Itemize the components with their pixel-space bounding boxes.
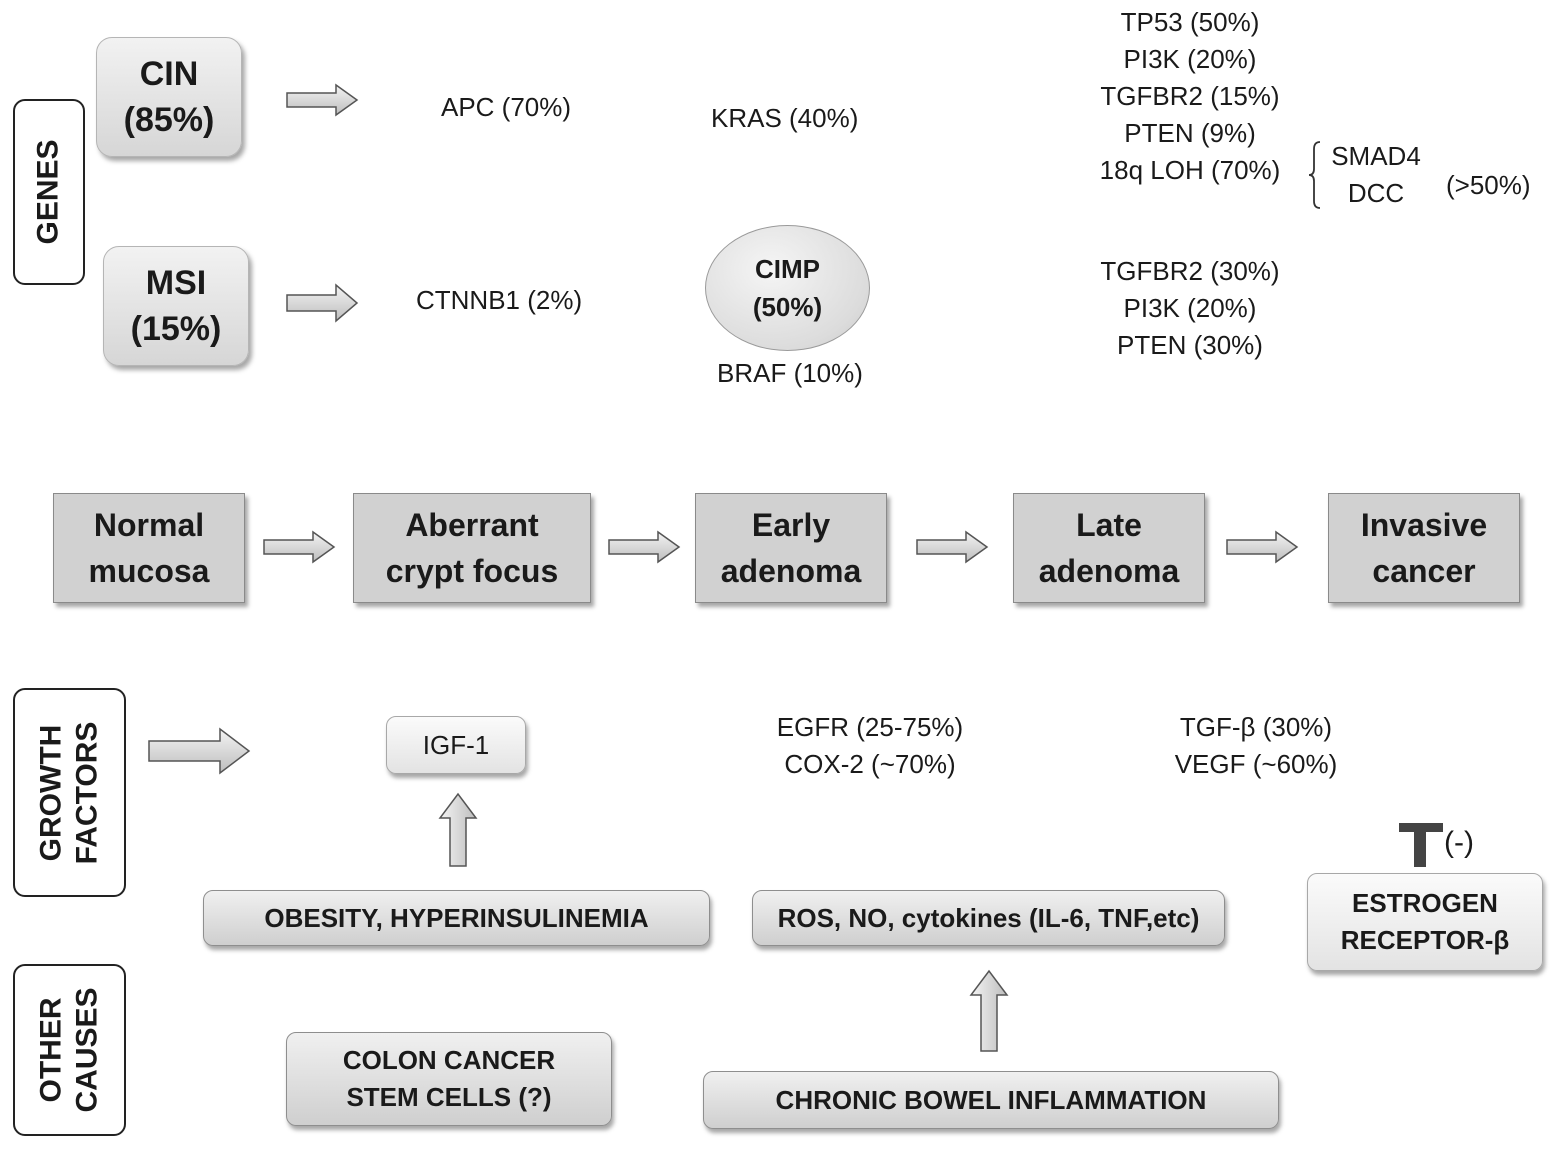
inflammation-bar: CHRONIC BOWEL INFLAMMATION <box>703 1071 1279 1129</box>
inflammation-label: CHRONIC BOWEL INFLAMMATION <box>775 1084 1207 1115</box>
igf1-label: IGF-1 <box>422 729 490 760</box>
stage-invasive-cancer: Invasive cancer <box>1328 493 1520 603</box>
stage-arrow-icon <box>608 530 681 564</box>
loh-brace <box>1308 141 1321 209</box>
stage-label: Late <box>1076 507 1142 543</box>
causes-label-line: CAUSES <box>70 987 104 1113</box>
stage-normal-mucosa: Normal mucosa <box>53 493 245 603</box>
stem-cells-box: COLON CANCER STEM CELLS (?) <box>286 1032 612 1126</box>
loh-gene: DCC <box>1347 178 1405 208</box>
ros-label: ROS, NO, cytokines (IL-6, TNF,etc) <box>777 902 1200 933</box>
inhibition-t-icon <box>1399 823 1443 867</box>
cin-label: CIN <box>139 55 199 93</box>
late-cin-gene-list: TP53 (50%) PI3K (20%) TGFBR2 (15%) PTEN … <box>1090 4 1290 189</box>
msi-label: MSI <box>145 264 207 302</box>
late-msi-gene-list: TGFBR2 (30%) PI3K (20%) PTEN (30%) <box>1090 253 1290 364</box>
growth-label-line: GROWTH <box>34 724 68 861</box>
msi-percent: (15%) <box>130 310 222 348</box>
loh-percent: (>50%) <box>1446 170 1531 200</box>
stem-cells-label: STEM CELLS (?) <box>346 1082 552 1112</box>
stage-label: adenoma <box>1038 553 1180 589</box>
growth-arrow-icon <box>148 727 251 775</box>
stage-label: adenoma <box>720 553 862 589</box>
stage-label: crypt focus <box>385 553 559 589</box>
genes-label-text: GENES <box>32 139 65 245</box>
inhibition-label: (-) <box>1444 826 1474 859</box>
late-msi-gene: PI3K (20%) <box>1123 293 1257 323</box>
growth-factor: EGFR (25-75%) <box>776 712 964 742</box>
cin-box: CIN (85%) <box>96 37 242 157</box>
braf-label: BRAF (10%) <box>717 358 863 388</box>
stage-label: Early <box>751 507 831 543</box>
ctnnb1-label: CTNNB1 (2%) <box>416 285 583 315</box>
obesity-label: OBESITY, HYPERINSULINEMIA <box>264 902 649 933</box>
late-cin-gene: TGFBR2 (15%) <box>1100 81 1280 111</box>
late-cin-gene: PTEN (9%) <box>1124 118 1256 148</box>
cin-percent: (85%) <box>123 101 215 139</box>
msi-box: MSI (15%) <box>103 246 249 366</box>
late-growth-factors: TGF-β (30%) VEGF (~60%) <box>1156 709 1356 783</box>
loh-gene: SMAD4 <box>1331 141 1421 171</box>
apc-label: APC (70%) <box>441 92 572 122</box>
causes-label-line: OTHER <box>34 997 68 1103</box>
late-cin-gene: 18q LOH (70%) <box>1099 155 1281 185</box>
loh-gene-list: SMAD4 DCC <box>1326 138 1426 212</box>
stage-arrow-icon <box>1226 530 1299 564</box>
growth-factor: COX-2 (~70%) <box>784 749 956 779</box>
growth-factor: VEGF (~60%) <box>1174 749 1338 779</box>
stage-arrow-icon <box>263 530 336 564</box>
stage-aberrant-crypt-focus: Aberrant crypt focus <box>353 493 591 603</box>
stage-label: Aberrant <box>405 507 539 543</box>
stage-label: Invasive <box>1360 507 1488 543</box>
stage-label: mucosa <box>88 553 210 589</box>
msi-arrow-icon <box>286 283 359 323</box>
growth-factor: TGF-β (30%) <box>1179 712 1333 742</box>
igf1-box: IGF-1 <box>386 716 526 774</box>
stage-label: Normal <box>93 507 205 543</box>
early-growth-factors: EGFR (25-75%) COX-2 (~70%) <box>760 709 980 783</box>
stage-late-adenoma: Late adenoma <box>1013 493 1205 603</box>
cimp-percent: (50%) <box>752 292 823 322</box>
growth-label-line: FACTORS <box>70 721 104 864</box>
genes-section-label: GENES <box>13 99 85 285</box>
stage-early-adenoma: Early adenoma <box>695 493 887 603</box>
inflammation-up-arrow-icon <box>969 969 1009 1052</box>
stage-label: cancer <box>1372 553 1476 589</box>
stem-cells-label: COLON CANCER <box>342 1045 556 1075</box>
stage-arrow-icon <box>916 530 989 564</box>
igf1-up-arrow-icon <box>438 792 478 867</box>
late-cin-gene: PI3K (20%) <box>1123 44 1257 74</box>
kras-label: KRAS (40%) <box>711 103 859 133</box>
late-msi-gene: PTEN (30%) <box>1117 330 1263 360</box>
other-causes-section-label: OTHER CAUSES <box>13 964 126 1136</box>
estrogen-label: RECEPTOR-β <box>1340 925 1510 955</box>
cimp-label: CIMP <box>755 254 820 284</box>
obesity-bar: OBESITY, HYPERINSULINEMIA <box>203 890 710 946</box>
late-msi-gene: TGFBR2 (30%) <box>1100 256 1280 286</box>
estrogen-label: ESTROGEN <box>1352 888 1498 918</box>
growth-factors-section-label: GROWTH FACTORS <box>13 688 126 897</box>
cimp-ellipse: CIMP (50%) <box>705 225 870 351</box>
estrogen-receptor-box: ESTROGEN RECEPTOR-β <box>1307 873 1543 971</box>
cin-arrow-icon <box>286 83 359 117</box>
late-cin-gene: TP53 (50%) <box>1120 7 1260 37</box>
ros-bar: ROS, NO, cytokines (IL-6, TNF,etc) <box>752 890 1225 946</box>
